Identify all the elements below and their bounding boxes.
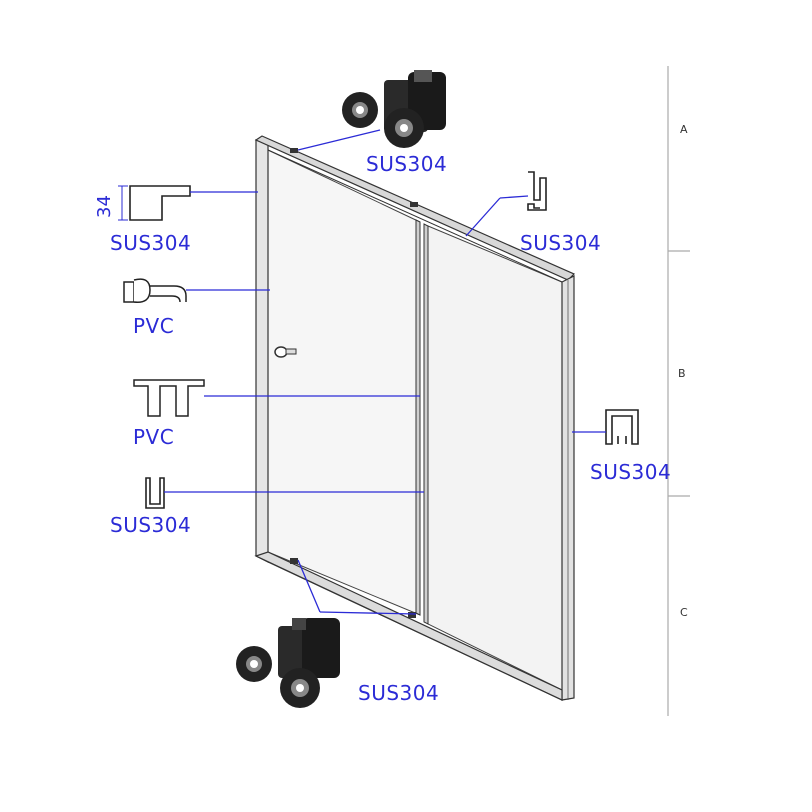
right-glass-panel [427,225,563,691]
left-glass-panel [267,149,421,616]
label-top-track: SUS304 [520,231,602,255]
zone-label-a: A [680,123,688,136]
title-block-border [667,66,690,716]
door-knob-icon [274,346,297,358]
l-profile-icon [118,185,191,221]
label-u-channel-left: SUS304 [110,513,192,537]
center-seal-profile-icon [133,379,205,417]
label-side-wall-profile: SUS304 [590,460,672,484]
label-top-roller: SUS304 [366,152,448,176]
bottom-roller-icon [236,618,340,708]
u-channel-left-icon [145,477,165,509]
label-seal-center: PVC [133,425,175,449]
top-roller-icon [342,70,446,148]
label-left-frame: SUS304 [110,231,192,255]
center-stile-right [423,223,429,625]
seal-profile-left-icon [123,278,187,303]
top-track-profile-icon [527,171,547,211]
top-rail [254,135,576,281]
side-wall-profile-icon [605,409,639,445]
leader-lines [164,129,606,615]
zone-label-b: B [678,367,686,380]
label-bottom-roller: SUS304 [358,681,440,705]
door-assembly [254,135,576,701]
zone-label-c: C [680,606,688,619]
center-stile-left [415,219,421,616]
dimension-label: 34 [94,195,115,218]
left-stile [255,139,269,563]
label-seal-left: PVC [133,314,175,338]
